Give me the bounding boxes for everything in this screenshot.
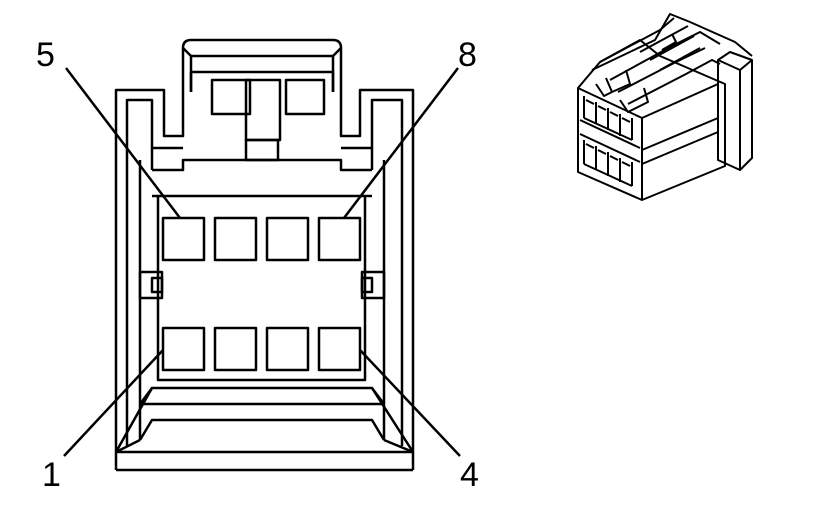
pin-cavity <box>265 216 310 262</box>
leader-line-8 <box>343 67 459 219</box>
pin-label-1: 1 <box>42 456 61 494</box>
pin-cavity <box>161 326 206 372</box>
connector-housing <box>114 88 415 472</box>
pin-row-bottom <box>161 326 362 372</box>
pin-label-5: 5 <box>36 36 55 74</box>
pin-cavity <box>213 326 258 372</box>
leader-lines <box>63 67 461 457</box>
pin-cavity <box>317 216 362 262</box>
pin-label-8: 8 <box>458 36 477 74</box>
top-latch <box>181 38 343 162</box>
pin-cavity <box>317 326 362 372</box>
pin-label-4: 4 <box>460 456 479 494</box>
pin-cavity <box>265 326 310 372</box>
leader-line-4 <box>359 349 461 457</box>
pin-cavity <box>161 216 206 262</box>
leader-line-5 <box>65 67 181 219</box>
connector-isometric-view <box>577 13 753 201</box>
connector-face-view <box>63 38 461 472</box>
pin-cavity <box>213 216 258 262</box>
pin-row-top <box>161 216 362 262</box>
leader-line-1 <box>63 349 164 457</box>
